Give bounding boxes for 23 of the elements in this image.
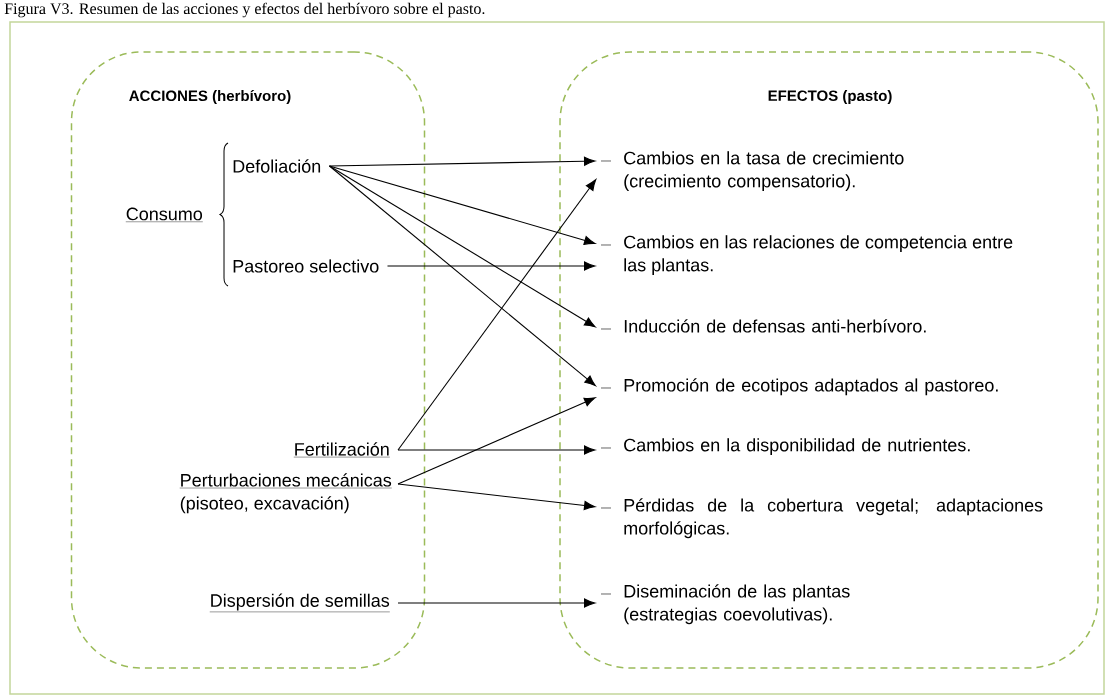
arrow: [397, 179, 597, 451]
arrow: [328, 165, 596, 328]
item-text: Dispersión de semillas: [209, 593, 390, 613]
arrow: [328, 165, 596, 387]
item-text: Inducción de defensas anti-herbívoro.: [624, 319, 926, 333]
item-text: Cambios en la tasa de crecimiento (crecimiento compensatorio).: [624, 151, 904, 191]
item-text: Promoción de ecotipos adaptados al pastoreo.: [624, 378, 998, 396]
arrow: [397, 397, 596, 485]
item-text: Cambios en la disponibilidad de nutrientes.: [624, 438, 970, 455]
arrow: [386, 261, 596, 271]
item-text: Defoliación: [233, 159, 321, 173]
item-text: Pérdidas de la cobertura vegetal; adaptaciones morfológicas.: [624, 498, 1043, 539]
arrow: [328, 156, 596, 167]
item-text: Consumo: [125, 207, 203, 222]
figure-title: Figura V3. Resumen de las acciones y efectos del herbívoro sobre el pasto.: [4, 2, 485, 18]
arrow: [397, 445, 596, 455]
arrow: [397, 483, 596, 511]
item-text: Fertilización: [293, 442, 390, 458]
arrow: [397, 598, 596, 608]
item-text: Diseminación de las plantas (estrategias coevolutivas).: [624, 584, 850, 625]
item-text: Pastoreo selectivo: [233, 259, 379, 273]
item-text: Cambios en las relaciones de competencia entre las plantas.: [624, 235, 1013, 275]
item-text: Perturbaciones mecánicas (pisoteo, excavación): [179, 473, 392, 514]
